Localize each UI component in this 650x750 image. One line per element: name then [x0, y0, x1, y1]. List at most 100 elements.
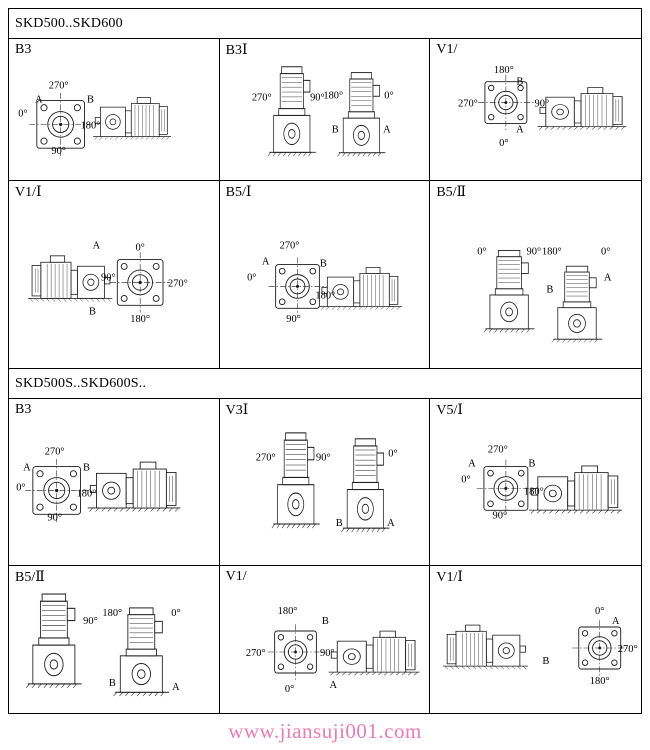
flange-front-view-drawing	[477, 459, 536, 518]
position-code-label: V1/	[436, 42, 458, 57]
angle-label: 180°	[542, 247, 562, 258]
angle-label: 270°	[618, 644, 638, 655]
angle-label: 0°	[388, 449, 397, 460]
gear-unit-side-view-drawing	[537, 87, 627, 130]
shaft-position-label: A	[516, 124, 524, 135]
angle-label: 90°	[320, 648, 335, 659]
shaft-position-label: B	[322, 616, 329, 627]
angle-label: 270°	[458, 99, 478, 110]
angle-label: 0°	[285, 684, 294, 695]
gear-unit-vertical-view-drawing	[336, 72, 385, 157]
angle-label: 270°	[279, 241, 299, 252]
position-code-label: V1/Ⅰ	[436, 570, 463, 585]
angle-label: 90°	[310, 93, 325, 104]
angle-label: 270°	[168, 278, 188, 289]
technical-drawing: 0°90°180°0°AB	[478, 247, 612, 343]
angle-label: 270°	[45, 447, 65, 458]
shaft-position-label: B	[529, 459, 536, 470]
shaft-position-label: B	[517, 77, 524, 88]
angle-label: 180°	[524, 486, 544, 497]
angle-label: 0°	[18, 108, 27, 119]
angle-label: 180°	[590, 676, 610, 687]
gear-unit-side-view-drawing	[328, 630, 419, 676]
angle-label: 0°	[16, 482, 25, 493]
angle-label: 270°	[246, 648, 266, 659]
angle-label: 0°	[462, 475, 471, 486]
shaft-position-label: B	[89, 306, 96, 317]
angle-label: 0°	[384, 91, 393, 102]
angle-label: 0°	[499, 138, 508, 149]
shaft-position-label: B	[335, 518, 342, 529]
gear-unit-side-view-drawing	[319, 267, 402, 310]
angle-label: 180°	[81, 120, 101, 131]
shaft-position-label: A	[383, 124, 391, 135]
angle-label: 0°	[601, 247, 610, 258]
mounting-position-cell: B5/Ⅰ 270° A 0° B 180° 90°	[219, 181, 431, 369]
angle-label: 180°	[494, 65, 514, 76]
gear-unit-side-view-drawing	[93, 97, 172, 140]
gear-unit-vertical-view-drawing	[113, 607, 170, 697]
flange-front-view-drawing	[25, 458, 89, 522]
mounting-position-cell: V1/180° B 270° 90° 0° A	[219, 566, 431, 713]
flange-front-view-drawing	[268, 257, 327, 316]
watermark-url: www.jiansuji001.com	[228, 719, 422, 743]
angle-label: 0°	[247, 272, 256, 283]
angle-label: 90°	[535, 99, 550, 110]
position-code-label: B3	[15, 42, 32, 57]
gear-unit-vertical-view-drawing	[267, 66, 316, 157]
technical-drawing: 270° A 0° B 180° 90°	[247, 241, 402, 325]
shaft-position-label: A	[35, 95, 43, 106]
angle-label: 0°	[595, 606, 604, 617]
shaft-position-label: B	[320, 259, 327, 270]
position-code-label: V1/	[225, 569, 247, 584]
flange-front-view-drawing	[572, 620, 628, 676]
angle-label: 90°	[51, 146, 66, 157]
gear-unit-side-view-drawing	[28, 255, 113, 302]
shaft-position-label: A	[612, 616, 620, 627]
gear-unit-vertical-view-drawing	[25, 593, 82, 689]
shaft-position-label: B	[331, 124, 338, 135]
shaft-position-label: B	[543, 656, 550, 667]
angle-label: 180°	[277, 606, 297, 617]
angle-label: 180°	[77, 488, 97, 499]
angle-label: 90°	[83, 616, 98, 627]
shaft-position-label: A	[329, 680, 337, 691]
angle-label: 270°	[488, 445, 508, 456]
gear-unit-vertical-view-drawing	[271, 432, 320, 529]
shaft-position-label: A	[262, 257, 270, 268]
angle-label: 0°	[135, 243, 144, 254]
angle-label: 180°	[315, 290, 335, 301]
angle-label: 270°	[49, 81, 69, 92]
position-code-label: B3Ⅰ	[225, 43, 248, 58]
gear-unit-vertical-view-drawing	[340, 438, 389, 533]
position-code-label: V1/Ⅰ	[15, 185, 42, 200]
technical-drawing: 180° B 270° 90° 0° A	[246, 606, 419, 695]
gear-unit-side-view-drawing	[87, 461, 181, 512]
angle-label: 270°	[255, 453, 275, 464]
section-header: SKD500S..SKD600S..	[9, 369, 641, 399]
angle-label: 180°	[130, 314, 150, 325]
gear-unit-vertical-view-drawing	[483, 249, 535, 333]
angle-label: 90°	[527, 247, 542, 258]
angle-label: 90°	[101, 272, 116, 283]
shaft-position-label: A	[172, 682, 180, 693]
shaft-position-label: A	[387, 518, 395, 529]
angle-label: 0°	[478, 247, 487, 258]
flange-front-view-drawing	[29, 92, 93, 156]
gear-unit-side-view-drawing	[529, 465, 623, 514]
shaft-position-label: A	[468, 459, 476, 470]
position-code-label: B5/Ⅰ	[225, 185, 252, 200]
angle-label: 90°	[286, 314, 301, 325]
